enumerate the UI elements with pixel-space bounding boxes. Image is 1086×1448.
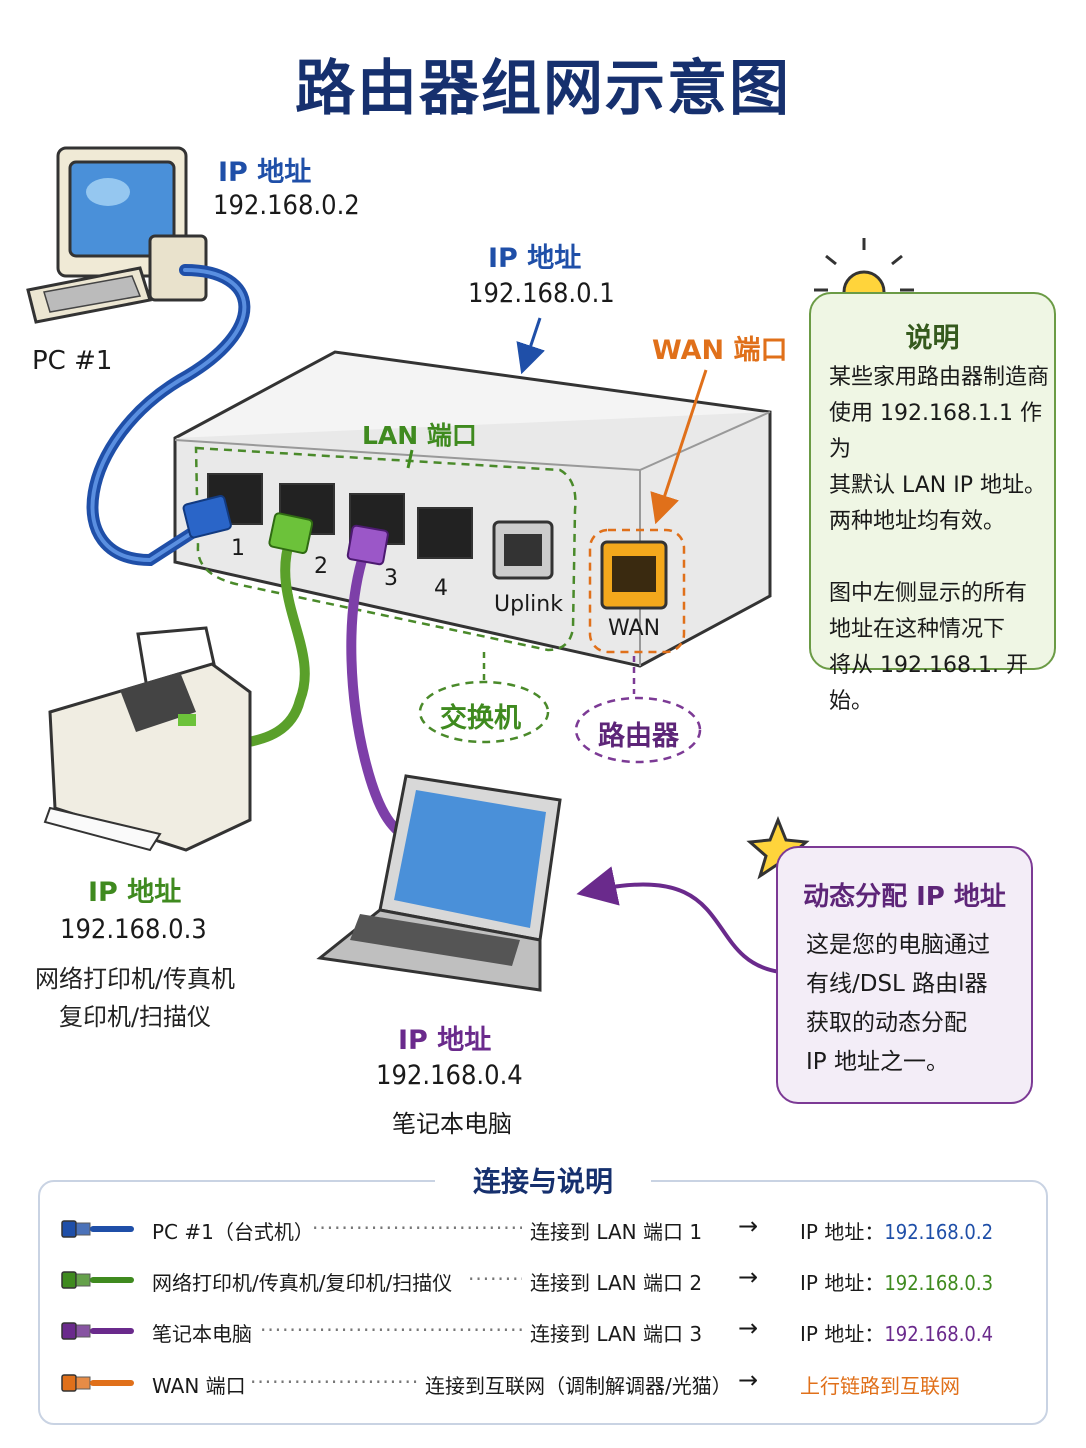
info-note: 说明 某些家用路由器制造商 使用 192.168.1.1 作为 其默认 LAN …	[809, 292, 1056, 714]
printer-desc-line2: 复印机/扫描仪	[58, 1003, 212, 1031]
port-label-2: 2	[314, 554, 328, 579]
pc-name: PC #1	[32, 346, 113, 376]
info-note-title: 说明	[905, 323, 960, 354]
arrow-right-icon: →	[738, 1263, 759, 1291]
router-ip-label: IP 地址	[488, 243, 582, 274]
printer-icon	[43, 626, 252, 852]
legend-ip: IP 地址：192.168.0.4	[800, 1318, 993, 1347]
arrow-right-icon: →	[738, 1212, 759, 1240]
wan-port-label: WAN 端口	[652, 335, 788, 366]
cable-icon	[61, 1271, 134, 1289]
legend-ip-value: 192.168.0.3	[884, 1271, 994, 1295]
laptop-cable	[346, 555, 415, 845]
laptop-name: 笔记本电脑	[392, 1110, 512, 1138]
legend-device: WAN 端口	[152, 1374, 246, 1398]
page-title: 路由器组网示意图	[295, 54, 791, 124]
laptop-ip-value: 192.168.0.4	[376, 1060, 523, 1091]
dynamic-ip-note: 动态分配 IP 地址 这是您的电脑通过 有线/DSL 路由l器 获取的动态分配 …	[776, 846, 1033, 1104]
printer-desc-line1: 网络打印机/传真机	[34, 965, 236, 993]
port-label-3: 3	[384, 566, 398, 591]
legend-connection: 连接到 LAN 端口 3	[530, 1322, 703, 1346]
port-label-4: 4	[434, 576, 448, 601]
legend-device: 网络打印机/传真机/复印机/扫描仪	[152, 1271, 453, 1295]
arrow-right-icon: →	[738, 1366, 759, 1394]
legend-ip-prefix: IP 地址：	[800, 1220, 885, 1244]
legend-connection: 连接到互联网（调制解调器/光猫）	[425, 1374, 732, 1398]
desktop-pc-icon	[26, 146, 208, 324]
legend-connection: 连接到 LAN 端口 1	[530, 1220, 703, 1244]
legend-row: 网络打印机/传真机/复印机/扫描仪 ·······················…	[60, 1263, 1040, 1299]
router-icon	[173, 350, 772, 668]
legend-ip-prefix: IP 地址：	[800, 1271, 885, 1295]
legend-ip-value: 192.168.0.4	[884, 1322, 994, 1346]
legend-ip-value: 192.168.0.2	[884, 1220, 994, 1244]
legend-ip-prefix: IP 地址：	[800, 1322, 885, 1346]
lan-port-label: LAN 端口	[362, 421, 477, 450]
switch-tag: 交换机	[440, 703, 521, 734]
cable-icon	[61, 1374, 134, 1392]
printer-ip-label: IP 地址	[88, 877, 182, 908]
laptop-icon	[316, 774, 562, 992]
legend-leader-dots: ········································…	[260, 1318, 522, 1342]
legend-ip: IP 地址：192.168.0.2	[800, 1216, 993, 1245]
laptop-ip-label: IP 地址	[398, 1025, 492, 1056]
legend-row: WAN 端口··································…	[60, 1366, 1040, 1402]
printer-ip-value: 192.168.0.3	[60, 914, 207, 945]
dynamic-ip-note-body: 这是您的电脑通过 有线/DSL 路由l器 获取的动态分配 IP 地址之一。	[806, 932, 990, 1075]
port-label-1: 1	[231, 536, 245, 561]
router-tag: 路由器	[598, 721, 679, 752]
legend-ip: 上行链路到互联网	[800, 1370, 960, 1399]
port-label-wan: WAN	[608, 616, 661, 641]
legend-row: PC #1（台式机）······························…	[60, 1212, 1040, 1248]
info-note-body: 某些家用路由器制造商 使用 192.168.1.1 作为 其默认 LAN IP …	[829, 365, 1050, 714]
cable-icon	[61, 1322, 134, 1340]
legend-ip: IP 地址：192.168.0.3	[800, 1267, 993, 1296]
pc-ip-value: 192.168.0.2	[213, 190, 360, 221]
legend-connection: 连接到 LAN 端口 2	[530, 1271, 703, 1295]
legend-ip-value: 上行链路到互联网	[800, 1374, 960, 1398]
legend-title: 连接与说明	[435, 1160, 651, 1200]
pc-ip-label: IP 地址	[218, 157, 312, 188]
cable-icon	[61, 1220, 134, 1238]
dynamic-ip-note-title: 动态分配 IP 地址	[803, 882, 1006, 912]
legend-leader-dots: ········································…	[468, 1267, 522, 1291]
printer-cable	[237, 535, 310, 749]
router-ip-value: 192.168.0.1	[468, 278, 615, 309]
legend-device: 笔记本电脑	[152, 1322, 252, 1346]
legend-leader-dots: ········································…	[312, 1216, 522, 1240]
arrow-right-icon: →	[738, 1314, 759, 1342]
legend-device: PC #1（台式机）	[152, 1220, 314, 1244]
port-label-uplink: Uplink	[494, 592, 563, 617]
legend-row: 笔记本电脑 ···································…	[60, 1314, 1040, 1350]
legend-leader-dots: ········································…	[250, 1370, 417, 1394]
printer-description: 网络打印机/传真机 复印机/扫描仪	[20, 960, 250, 1036]
